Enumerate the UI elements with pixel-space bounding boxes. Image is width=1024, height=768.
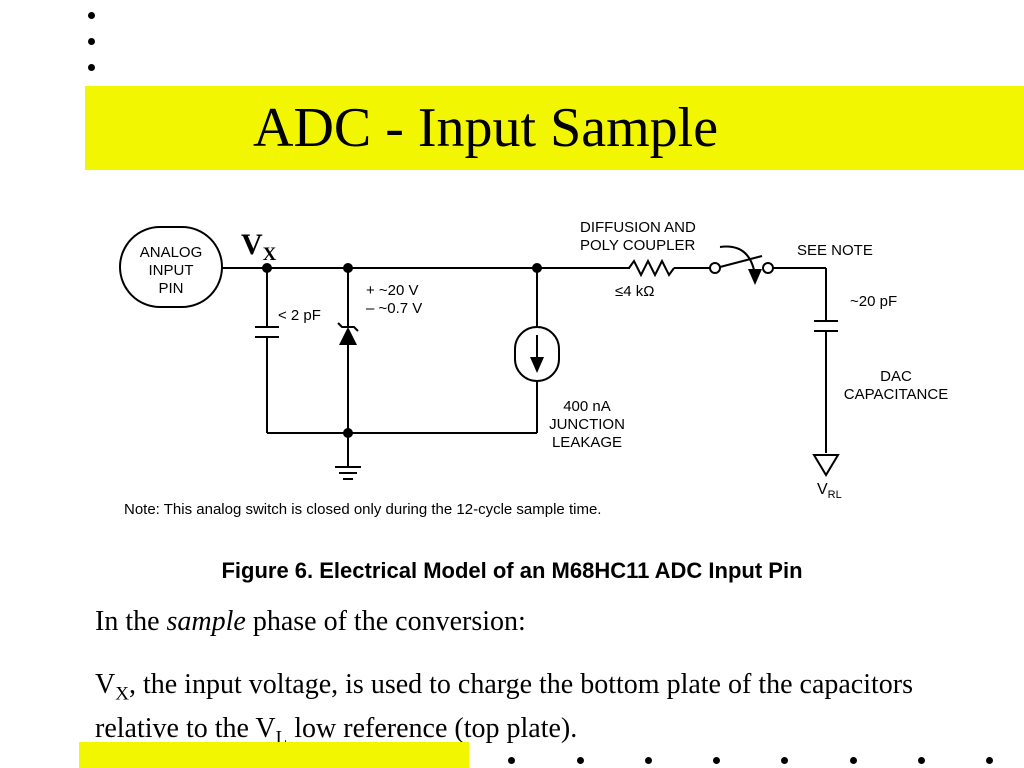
bullet-dot [88, 38, 95, 45]
junction-dot [262, 263, 272, 273]
switch-contact [762, 262, 774, 274]
analog-label-line3: PIN [158, 280, 183, 297]
dac-label-line1: DAC [880, 368, 912, 385]
vx-label: VX [241, 228, 277, 265]
bullet-dot [713, 757, 720, 764]
bullet-dot [645, 757, 652, 764]
p1-text: In the [95, 606, 167, 637]
diffusion-label-line1: DIFFUSION AND [580, 219, 696, 236]
junction-dot [343, 428, 353, 438]
leak-label-line3: LEAKAGE [552, 434, 622, 451]
switch-note: Note: This analog switch is closed only … [124, 501, 601, 518]
junction-dot [532, 263, 542, 273]
zener-neg-label: – ~0.7 V [366, 300, 422, 317]
bullet-dot [88, 64, 95, 71]
bullet-dot [508, 757, 515, 764]
p1-text-end: phase of the conversion: [245, 606, 526, 637]
resistor-symbol [628, 258, 675, 278]
analog-label-line1: ANALOG [140, 244, 203, 261]
slide-title: ADC - Input Sample [253, 97, 719, 159]
bottom-bullet-dots [0, 757, 1024, 767]
input-cap-label: < 2 pF [278, 307, 321, 324]
dac-cap-label: ~20 pF [850, 293, 897, 310]
circuit-svg: VX ANALOG INPUT PIN < 2 pF + ~20 V – ~0.… [119, 219, 948, 518]
resistor-label: ≤4 kΩ [615, 283, 654, 300]
circuit-diagram: VX ANALOG INPUT PIN < 2 pF + ~20 V – ~0.… [110, 205, 970, 530]
analog-label-line2: INPUT [149, 262, 194, 279]
junction-dot [343, 263, 353, 273]
bullet-dot [850, 757, 857, 764]
current-source-arrow [530, 357, 544, 373]
p2-v-sub: X [115, 683, 129, 705]
see-note-label: SEE NOTE [797, 242, 873, 259]
note-arrow-head [748, 269, 762, 285]
bottom-accent-band [79, 742, 469, 768]
zener-triangle [339, 327, 357, 345]
diffusion-label-line2: POLY COUPLER [580, 237, 695, 254]
bullet-dot [781, 757, 788, 764]
leak-label-line2: JUNCTION [549, 416, 625, 433]
bullet-dot [88, 12, 95, 19]
paragraph-sample-phase: In the sample phase of the conversion: [95, 605, 995, 639]
p1-italic: sample [166, 606, 246, 637]
p2-text: , the input voltage, is used to charge t… [95, 669, 914, 744]
title-band: ADC - Input Sample [85, 86, 1024, 170]
zener-pos-label: + ~20 V [366, 282, 419, 299]
bullet-dot [918, 757, 925, 764]
paragraph-vx-description: VX, the input voltage, is used to charge… [95, 668, 995, 755]
p2-l-sub: L [275, 727, 288, 749]
vrl-label: VRL [817, 481, 842, 501]
p2-v: V [95, 669, 116, 700]
p2-text-end: low reference (top plate). [287, 712, 578, 744]
figure-caption: Figure 6. Electrical Model of an M68HC11… [221, 558, 803, 583]
bullet-dot [986, 757, 993, 764]
switch-contact [709, 262, 721, 274]
vrl-reference-symbol [812, 454, 840, 477]
leak-label-line1: 400 nA [563, 398, 611, 415]
bullet-dot [577, 757, 584, 764]
dac-label-line2: CAPACITANCE [844, 386, 948, 403]
switch-blade [719, 255, 763, 268]
